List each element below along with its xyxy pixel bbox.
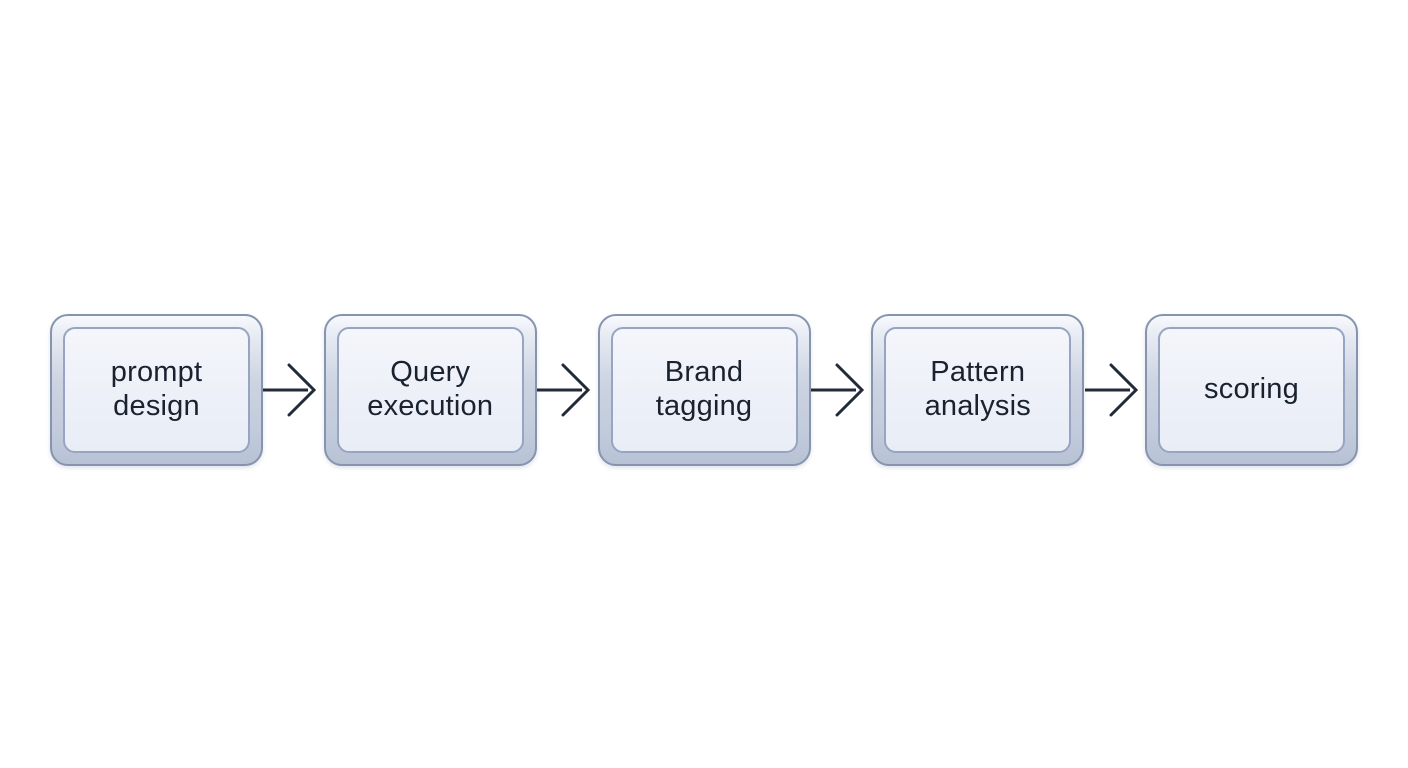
flow-arrow-icon: [263, 314, 323, 466]
flow-node-label: Query execution: [367, 356, 494, 422]
flow-node-label: scoring: [1204, 373, 1299, 406]
flow-node-label: Pattern analysis: [924, 356, 1031, 422]
flow-node-inner-panel: Query execution: [336, 327, 524, 453]
flow-node-scoring: scoring: [1145, 314, 1358, 466]
flow-node-inner-panel: scoring: [1158, 327, 1345, 453]
flow-node-label: Brand tagging: [655, 356, 753, 422]
flow-node-inner-panel: prompt design: [63, 327, 250, 453]
flowchart: prompt design Query execution Brand tagg…: [50, 314, 1358, 466]
flow-node-inner-panel: Brand tagging: [610, 327, 798, 453]
flow-node-label: prompt design: [110, 356, 203, 422]
flow-arrow-icon: [810, 314, 871, 466]
flow-node-brand-tagging: Brand tagging: [597, 314, 811, 466]
flow-arrow-icon: [537, 314, 597, 466]
flow-node-inner-panel: Pattern analysis: [884, 327, 1072, 453]
flow-node-pattern-analysis: Pattern analysis: [871, 314, 1085, 466]
flow-arrow-icon: [1084, 314, 1145, 466]
flow-node-query-execution: Query execution: [323, 314, 537, 466]
flow-node-prompt-design: prompt design: [50, 314, 263, 466]
